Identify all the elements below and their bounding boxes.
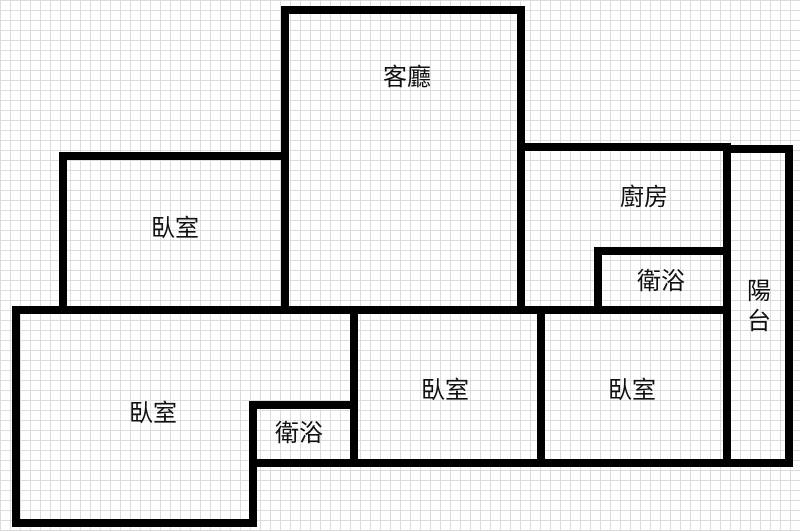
kitchen-label: 廚房 bbox=[620, 183, 668, 211]
bedroom-lower-left-label: 臥室 bbox=[129, 399, 177, 427]
kitchen-walls bbox=[517, 143, 731, 314]
living-room-label: 客廳 bbox=[383, 63, 431, 91]
bathroom-right-label: 衛浴 bbox=[637, 267, 685, 295]
bedroom-center-label: 臥室 bbox=[421, 376, 469, 404]
bedroom-upper-left-label: 臥室 bbox=[151, 214, 199, 242]
balcony-label: 陽台 bbox=[747, 277, 771, 335]
bedroom-lower-left-walls bbox=[12, 306, 257, 527]
lower-band-walls bbox=[12, 306, 731, 467]
bathroom-lower-label: 衛浴 bbox=[275, 419, 323, 447]
bedroom-right-label: 臥室 bbox=[608, 376, 656, 404]
living-room-walls bbox=[281, 6, 525, 314]
